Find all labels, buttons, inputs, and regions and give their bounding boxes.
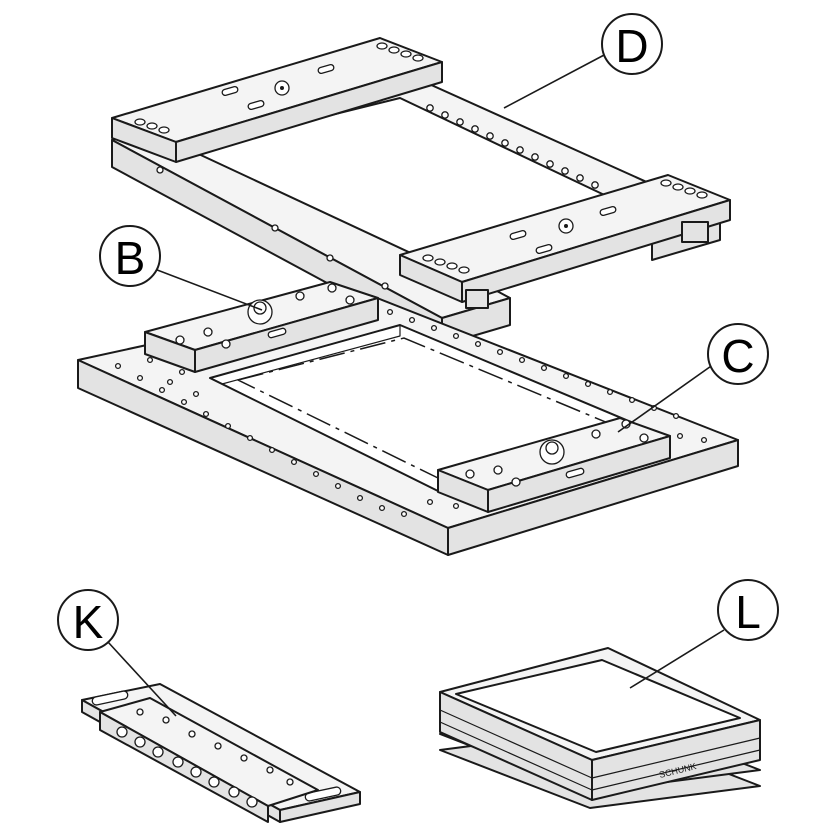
callout-label-d: D bbox=[615, 20, 648, 72]
tray-inner bbox=[455, 659, 741, 753]
rail-hole-row bbox=[426, 104, 599, 189]
base-plate bbox=[77, 281, 739, 556]
part-b-clamp-module bbox=[144, 281, 379, 373]
rail-end-slot-left bbox=[91, 690, 129, 706]
callout-label-c: C bbox=[721, 330, 754, 382]
part-d-frame bbox=[111, 37, 731, 346]
rail-end-slot-right bbox=[304, 786, 342, 802]
part-c-clamp-module bbox=[437, 417, 671, 513]
rail-clamp-holes bbox=[116, 708, 294, 808]
callout-l: L bbox=[629, 579, 779, 689]
base-plate-side bbox=[447, 439, 739, 556]
part-l-tray-stack: SCHUNK bbox=[439, 647, 761, 809]
callout-k: K bbox=[57, 589, 177, 717]
callout-b: B bbox=[99, 225, 263, 311]
callout-d: D bbox=[503, 13, 663, 109]
callout-c: C bbox=[617, 323, 769, 433]
part-k-clamping-rail bbox=[81, 683, 361, 823]
base-plate-hole-grid bbox=[114, 308, 708, 518]
callout-label-b: B bbox=[115, 232, 146, 284]
callout-label-k: K bbox=[73, 596, 104, 648]
callout-label-l: L bbox=[735, 586, 761, 638]
